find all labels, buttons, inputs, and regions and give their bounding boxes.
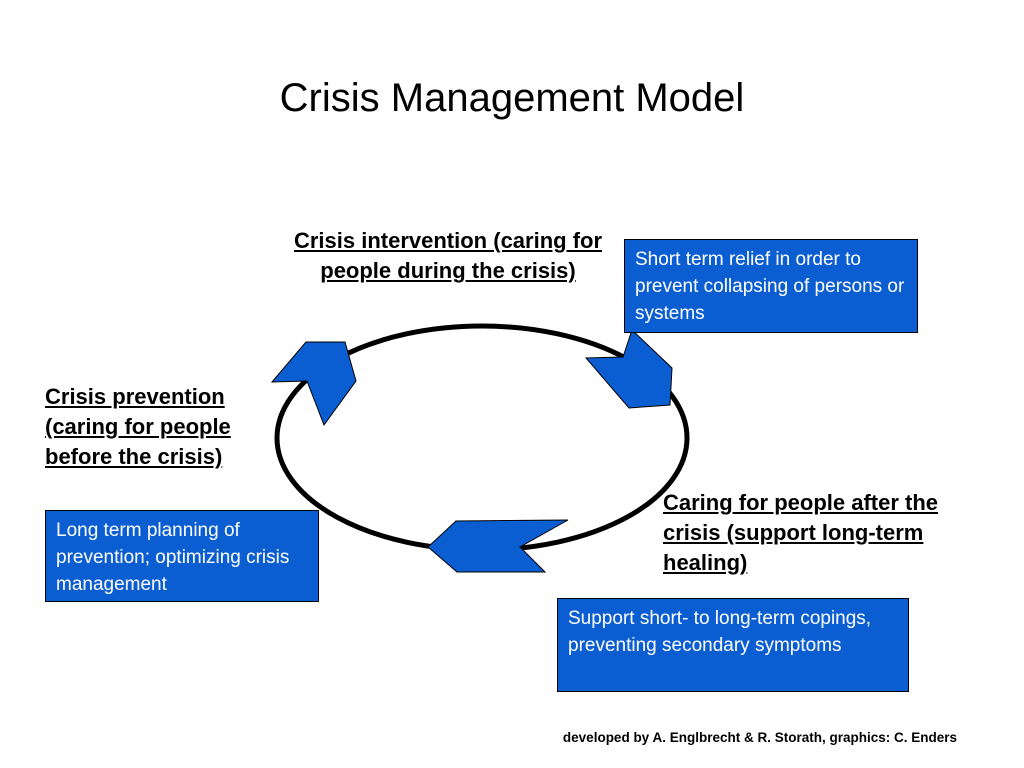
intervention-description-box: Short term relief in order to prevent co… (624, 239, 918, 333)
prevention-description-box: Long term planning of prevention; optimi… (45, 510, 319, 602)
arrow-to-after-icon (584, 329, 673, 409)
arrow-to-prevention-icon (427, 519, 569, 573)
intervention-heading: Crisis intervention (caring for people d… (293, 228, 603, 283)
slide-credit: developed by A. Englbrecht & R. Storath,… (562, 730, 957, 745)
after-crisis-heading: Caring for people after the crisis (supp… (663, 490, 939, 575)
prevention-heading: Crisis prevention (caring for people bef… (45, 384, 231, 469)
after-crisis-description-box: Support short- to long-term copings, pre… (557, 598, 909, 692)
slide-title: Crisis Management Model (279, 76, 745, 120)
arrow-to-intervention-icon (270, 341, 357, 427)
